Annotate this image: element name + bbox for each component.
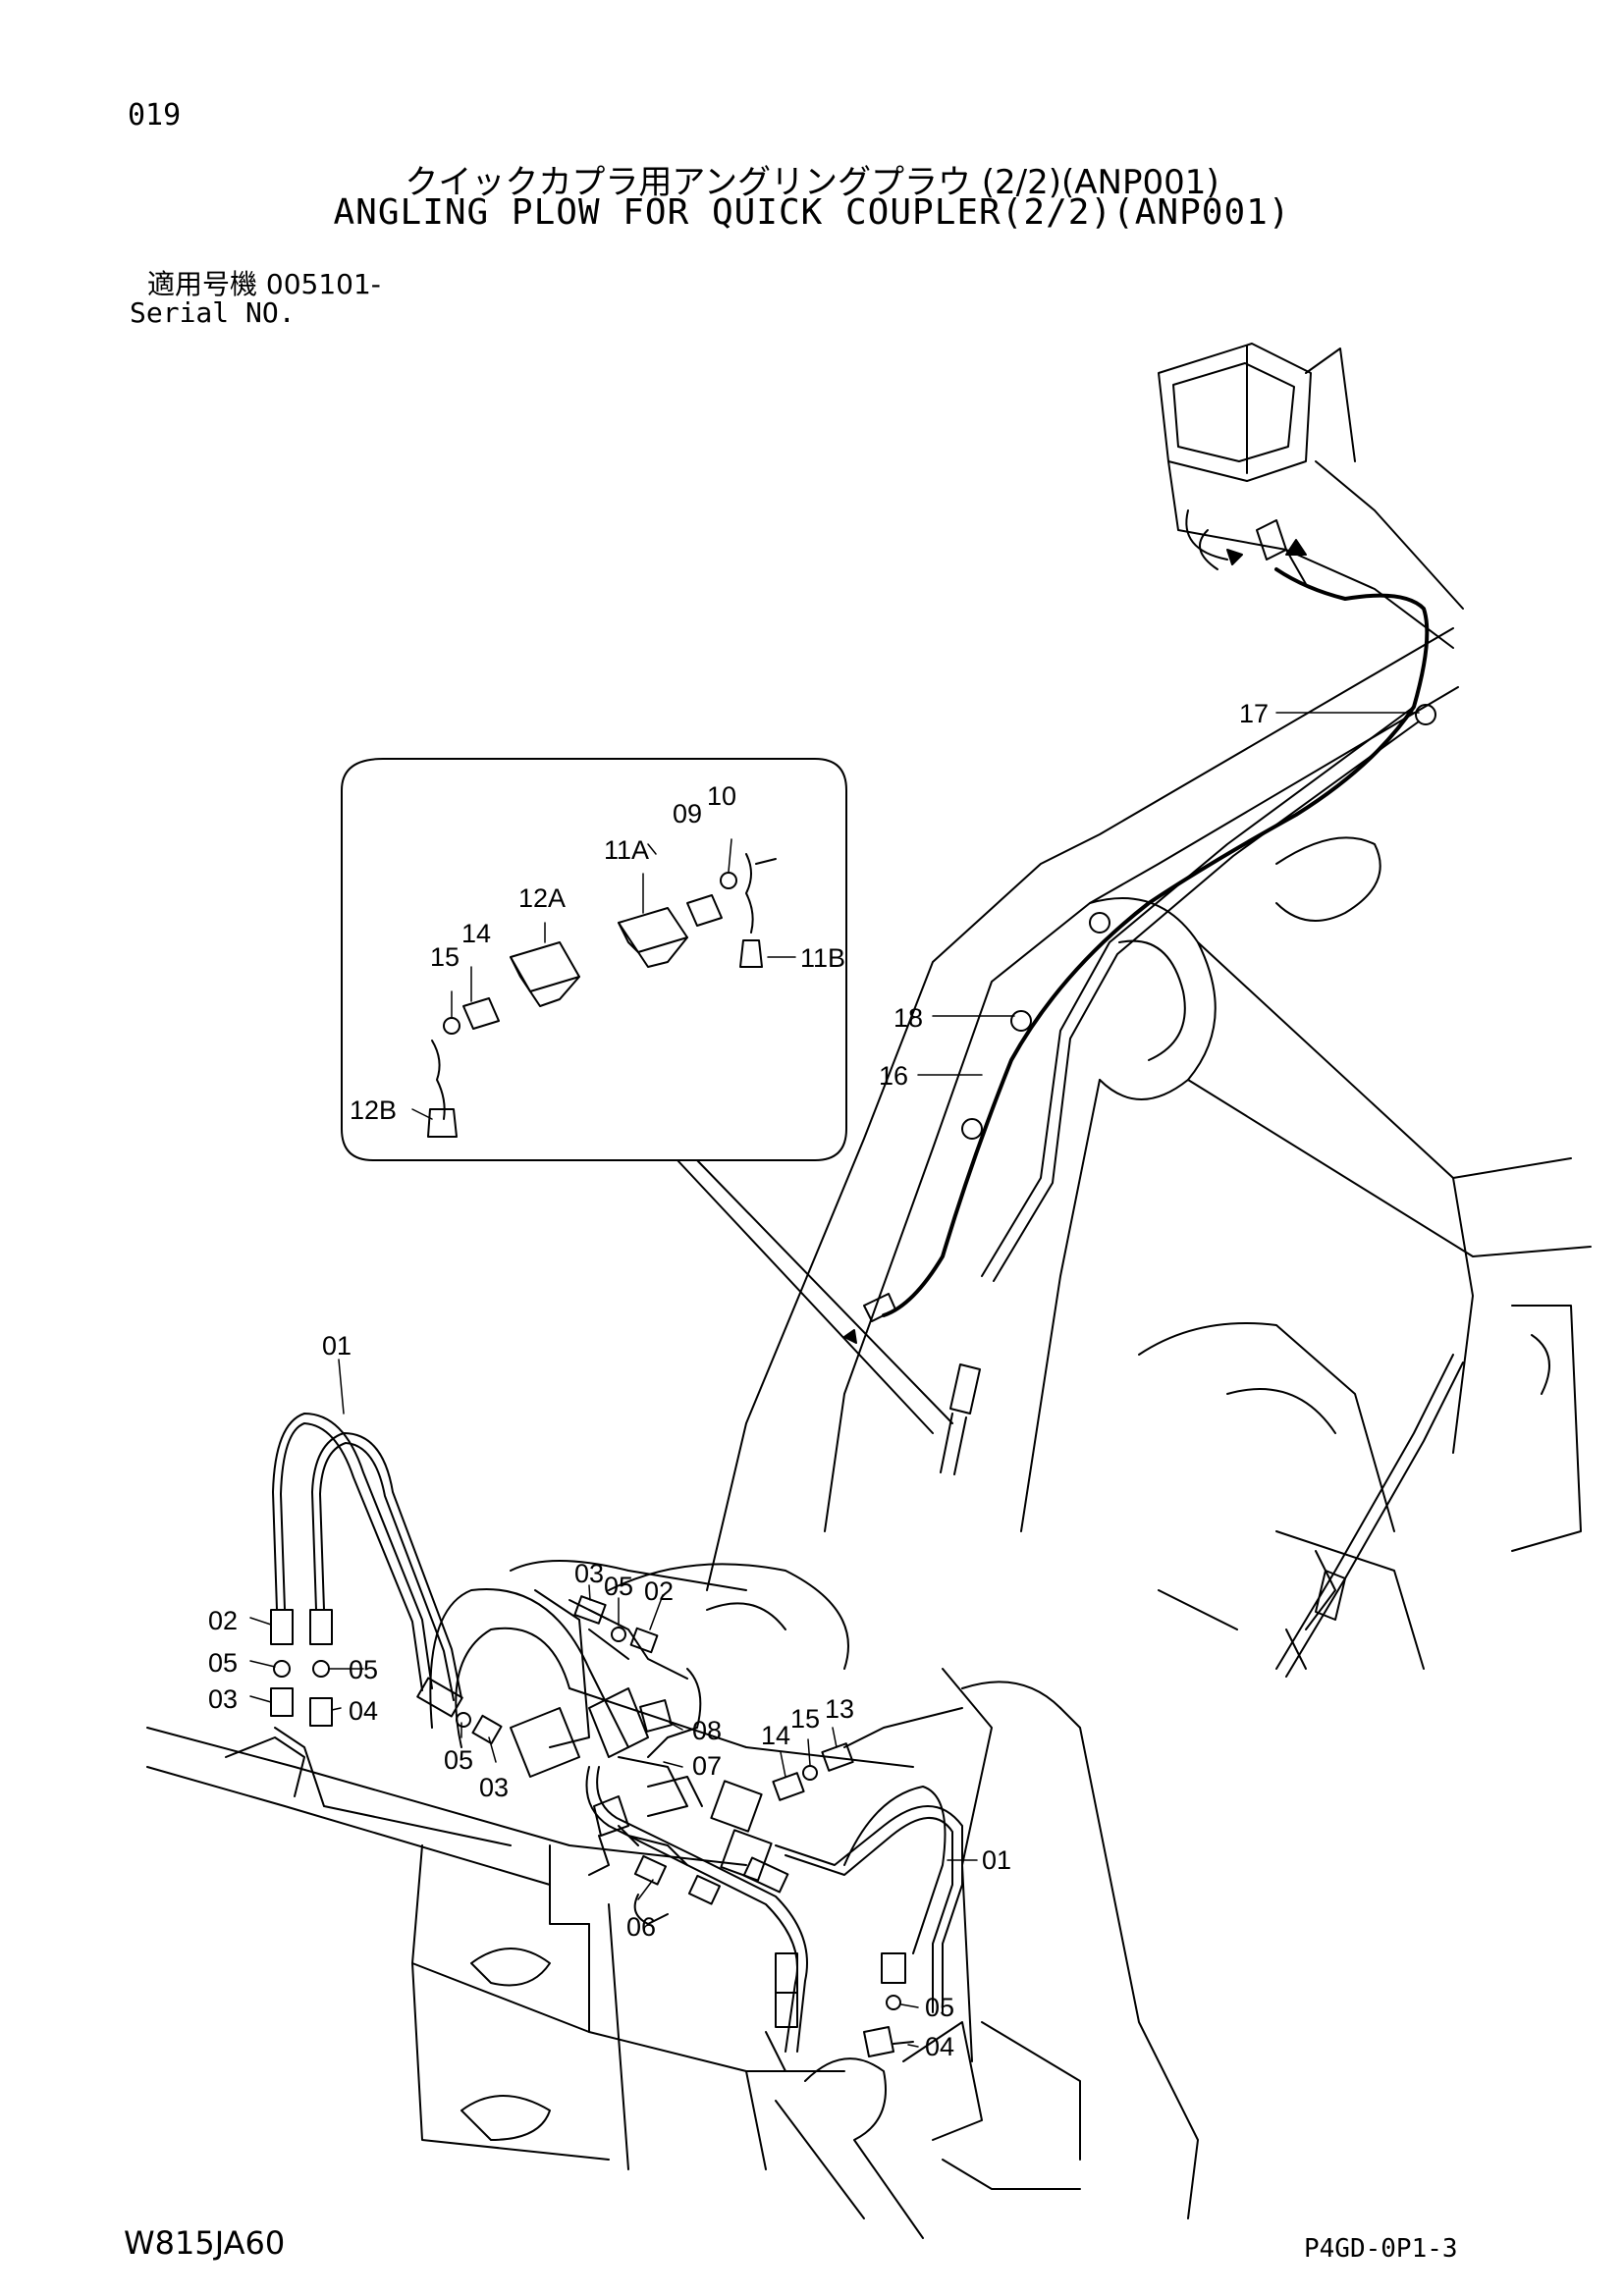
document-code: W815JA60 [124,2224,286,2262]
callout-13: 13 [825,1694,854,1724]
hose-16 [882,567,1430,1317]
leader-lines [249,712,1420,2048]
callout-04-right: 04 [925,2032,954,2061]
callout-14-detail: 14 [461,919,491,948]
hose-02-center [573,1595,702,1758]
callout-15-detail: 15 [430,942,460,972]
arrow-hose-end [843,1329,857,1344]
boom-outline [706,627,1592,1670]
arrow-up [1285,539,1307,556]
clamp-17 [1415,704,1436,725]
callout-03-center: 03 [479,1773,509,1802]
hose-01-right [843,1786,947,1954]
hose-end [863,1293,896,1322]
clamp-lower [961,1118,983,1140]
arm-pipes [981,706,1464,1678]
callout-08: 08 [692,1716,722,1745]
callout-11B: 11B [800,943,845,973]
callout-09: 09 [673,799,702,828]
hoses-01-left [272,1413,462,1701]
callout-18: 18 [893,1003,923,1033]
callout-15: 15 [790,1704,820,1734]
coupler-right [1315,1570,1346,1621]
detail-parts [427,853,777,1138]
serial-label-japanese: 適用号機 005101- [147,268,381,300]
plow-frame [146,1560,1199,2239]
callout-02-upper: 02 [644,1576,674,1606]
callout-12A: 12A [518,883,566,913]
coupler-upper [940,1363,981,1475]
callout-10: 10 [707,781,736,811]
callout-07: 07 [692,1751,722,1781]
callout-02-left: 02 [208,1606,238,1635]
callout-01-right: 01 [982,1845,1011,1875]
page-number: 019 [128,98,182,133]
callout-05-left-a: 05 [208,1648,238,1678]
callout-01-left: 01 [322,1331,352,1361]
reference-code: P4GD-0P1-3 [1304,2234,1458,2264]
callout-03-left: 03 [208,1684,238,1714]
hose-arc [1185,509,1228,561]
detail-callout [341,758,953,1434]
title-english: ANGLING PLOW FOR QUICK COUPLER(2/2)(ANP0… [333,192,1291,233]
callout-05-left-b: 05 [349,1655,378,1684]
callout-05-right: 05 [925,1993,954,2022]
callout-05-center: 05 [444,1745,473,1775]
arrow-left [1226,549,1243,565]
callout-03-upper: 03 [574,1559,604,1588]
callout-05-upper: 05 [604,1572,633,1601]
serial-label-english: Serial NO. [130,296,296,329]
callout-06: 06 [626,1912,656,1942]
callout-labels: 17 18 16 10 09 11A 12A 14 15 11B 12B 01 … [208,699,1269,2061]
clamp-mid [1089,912,1110,934]
lower-hose-assembly [585,1756,963,2072]
callout-04-left: 04 [349,1696,378,1726]
callout-12B: 12B [350,1095,397,1125]
callout-11A: 11A [604,835,649,865]
callout-17: 17 [1239,699,1269,728]
fittings-left [270,1609,503,1745]
title-japanese: クイックカプラ用アングリングプラウ (2/2)(ANP001) [405,163,1219,202]
callout-14: 14 [761,1721,790,1750]
clamp-18 [1010,1010,1032,1032]
callout-16: 16 [879,1061,908,1091]
